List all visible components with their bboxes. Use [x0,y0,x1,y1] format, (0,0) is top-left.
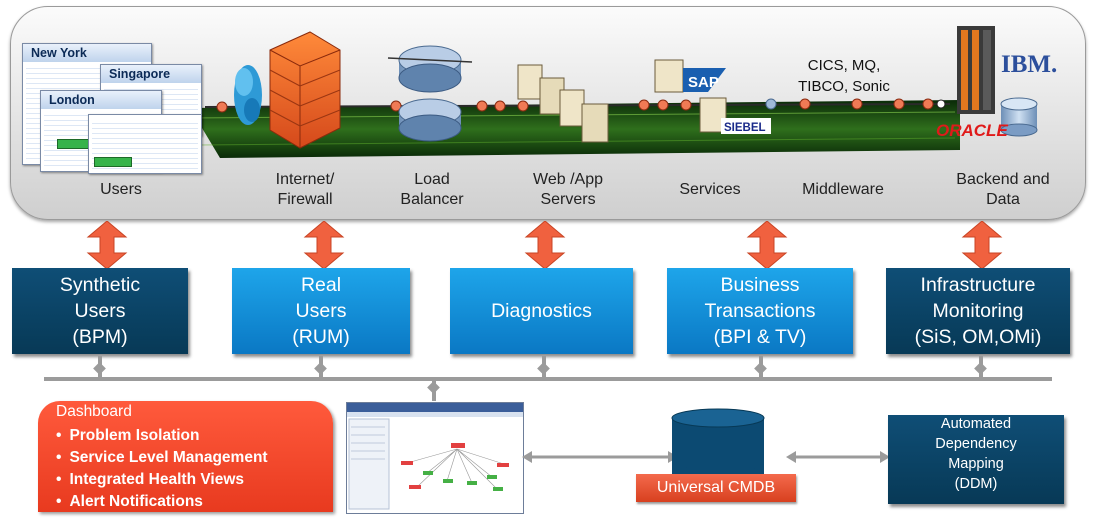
middleware-text-line2: TIBCO, Sonic [798,78,890,95]
mainframe-icon [957,26,995,114]
box-label: Infrastructure Monitoring (SiS, OM,OMi) [914,274,1042,348]
ibm-logo: IBM. [1001,51,1057,78]
dashboard-screenshot-graphic [347,403,523,510]
window-title: Singapore [101,65,201,83]
user-window-front [88,114,202,174]
tier-label-backend-data: Backend and Data [956,171,1050,208]
real-users-box: Real Users (RUM) [232,268,410,354]
bidirectional-arrow-icon [303,221,345,269]
load-balancer-icon [387,45,473,142]
list-item: Integrated Health Views [56,469,268,491]
tier-label-services: Services [679,181,741,198]
middleware-text-line1: CICS, MQ, [808,57,881,74]
window-title: London [41,91,161,109]
tier-label-middleware: Middleware [802,181,884,198]
firewall-icon [269,31,341,149]
synthetic-users-box: Synthetic Users (BPM) [12,268,188,354]
integration-bus [44,377,1052,381]
dashboard-panel: Dashboard Problem Isolation Service Leve… [38,401,333,512]
tier-label-users: Users [100,181,142,198]
bidirectional-arrow-icon [524,221,566,269]
universal-cmdb-label: Universal CMDB [636,474,796,502]
connector-diamond-icon [754,362,767,375]
dashboard-title: Dashboard [56,403,132,420]
web-app-servers-icon [517,64,609,143]
window-status-bar [94,157,132,167]
internet-cloud-icon [234,65,262,125]
sap-text: SAP [688,74,719,91]
diagnostics-box: Diagnostics [450,268,633,354]
tier-label-internet-firewall: Internet/ Firewall [275,171,335,208]
connector-diamond-icon [537,362,550,375]
connector-diamond-icon [314,362,327,375]
connector-diamond-icon [93,362,106,375]
ddm-box: Automated Dependency Mapping (DDM) [888,415,1064,504]
infrastructure-monitoring-box: Infrastructure Monitoring (SiS, OM,OMi) [886,268,1070,354]
list-item: Alert Notifications [56,491,268,513]
siebel-logo: SIEBEL [721,118,771,134]
box-label: Synthetic Users (BPM) [59,274,141,348]
window-title: New York [23,44,151,62]
tier-label-load-balancer: Load Balancer [400,171,464,208]
bidirectional-arrow-icon [86,221,128,269]
box-label: Diagnostics [491,300,592,322]
box-label: Business Transactions (BPI & TV) [704,274,816,348]
bidirectional-arrow-icon [746,221,788,269]
cmdb-database-icon [671,408,765,480]
sap-logo: SAP [683,68,726,92]
database-icon [1000,97,1038,137]
siebel-text: SIEBEL [724,122,766,134]
dashboard-list: Problem Isolation Service Level Manageme… [56,425,268,513]
tier-label-web-app-servers: Web /App Servers [533,171,603,208]
business-transactions-box: Business Transactions (BPI & TV) [667,268,853,354]
infrastructure-graphics: SAP SIEBEL CICS, MQ, TIBCO, Sonic IBM. O… [189,26,1057,158]
dashboard-screenshot [346,402,524,514]
oracle-logo: ORACLE [936,121,1008,140]
box-label: Real Users (RUM) [292,274,350,348]
connection-dots [216,98,946,113]
list-item: Problem Isolation [56,425,268,447]
list-item: Service Level Management [56,447,267,469]
box-label: Automated Dependency Mapping (DDM) [935,416,1017,492]
connector-diamond-icon [427,381,440,394]
bidirectional-arrow-icon [961,221,1003,269]
connector-diamond-icon [974,362,987,375]
